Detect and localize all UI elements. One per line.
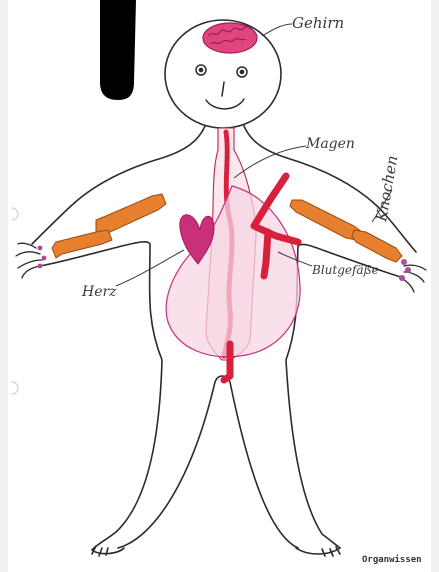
right-pupil	[240, 70, 243, 73]
page-edge-right	[431, 0, 439, 572]
footer-title: Organwissen	[362, 554, 422, 565]
redaction-mark	[100, 0, 136, 100]
brain	[203, 23, 257, 53]
vessel-lower	[264, 232, 268, 276]
left-pupil	[199, 68, 202, 71]
label-brain: Gehirn	[292, 14, 344, 32]
label-stomach: Magen	[305, 136, 355, 152]
label-vessels: Blutgefäße	[311, 263, 379, 277]
label-heart: Herz	[81, 284, 117, 300]
page-edge-left	[0, 0, 8, 572]
